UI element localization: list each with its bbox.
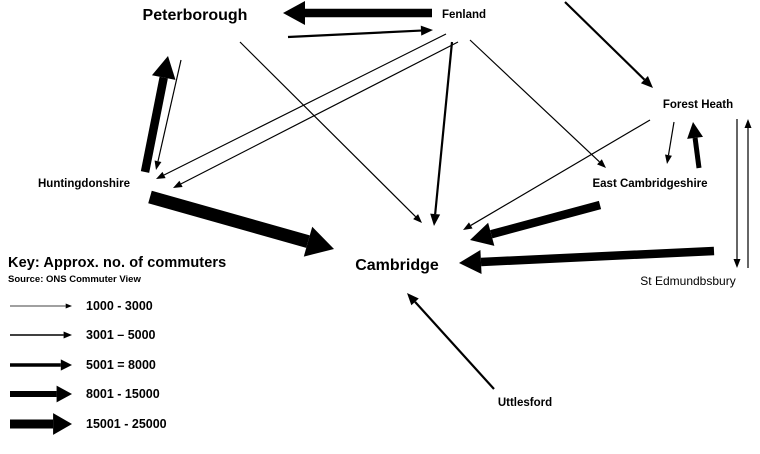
legend-arrow-icon [10, 331, 72, 339]
legend-row: 5001 = 8000 [8, 350, 308, 380]
legend-label: 8001 - 15000 [86, 387, 160, 402]
legend-label: 1000 - 3000 [86, 298, 153, 313]
arrow-offscreen-north-to-forest-heath [564, 1, 653, 88]
arrow-east-cambridgeshire-to-cambridge [470, 200, 602, 246]
key-source: Source: ONS Commuter View [8, 274, 141, 285]
arrow-huntingdonshire-to-cambridge [148, 190, 334, 257]
legend-label: 15001 - 25000 [86, 416, 167, 431]
legend-arrow-tier-4 [10, 385, 72, 403]
node-label-huntingdonshire: Huntingdonshire [38, 178, 130, 190]
legend-arrow-tier-2 [10, 331, 72, 339]
node-label-uttlesford: Uttlesford [497, 397, 553, 409]
arrow-peterborough-to-huntingdonshire [154, 59, 182, 170]
arrow-peterborough-to-fenland [287, 25, 433, 39]
node-label-east-cambridgeshire: East Cambridgeshire [592, 178, 708, 190]
arrow-st-edmundbsbury-to-forest-heath [744, 119, 752, 268]
legend-arrow-icon [10, 303, 72, 309]
legend-row: 1000 - 3000 [8, 291, 308, 321]
legend-rows: 1000 - 3000 3001 – 5000 5001 = 8000 8001 - … [8, 291, 308, 439]
arrow-huntingdonshire-to-peterborough [140, 56, 176, 173]
legend-row: 15001 - 25000 [8, 409, 308, 439]
arrow-st-edmundbsbury-to-cambridge [459, 246, 715, 274]
legend-arrow-icon [10, 412, 72, 435]
legend-arrow-tier-1 [10, 303, 72, 309]
arrow-east-cambridgeshire-to-forest-heath [687, 122, 704, 169]
arrow-forest-heath-to-east-cambridgeshire [665, 121, 675, 164]
node-label-fenland: Fenland [441, 9, 487, 21]
arrow-fenland-to-cambridge [430, 41, 454, 226]
node-label-st-edmundbsbury: St Edmundbsbury [640, 274, 736, 288]
arrow-forest-heath-to-cambridge [463, 119, 651, 230]
arrow-peterborough-to-cambridge [239, 41, 422, 223]
legend-arrow-icon [10, 359, 72, 371]
legend-label: 3001 – 5000 [86, 328, 156, 343]
arrow-uttlesford-to-cambridge [407, 293, 495, 390]
legend-key: Key: Approx. no. of commuters Source: ON… [8, 255, 308, 439]
node-label-cambridge: Cambridge [355, 257, 439, 274]
node-label-forest-heath: Forest Heath [662, 99, 734, 111]
key-title: Key: Approx. no. of commuters [8, 255, 227, 271]
arrow-forest-heath-to-st-edmundbsbury [733, 119, 741, 268]
legend-label: 5001 = 8000 [86, 357, 156, 372]
arrow-fenland-to-peterborough [283, 1, 432, 25]
legend-row: 8001 - 15000 [8, 380, 308, 410]
legend-arrow-icon [10, 385, 72, 403]
arrow-fenland-to-huntingdonshire [173, 41, 459, 188]
node-label-peterborough: Peterborough [142, 7, 248, 24]
legend-arrow-tier-3 [10, 359, 72, 371]
legend-arrow-tier-5 [10, 412, 72, 435]
arrow-fenland-to-huntingdonshire [156, 33, 447, 179]
arrow-fenland-to-east-cambridgeshire [469, 39, 606, 168]
legend-row: 3001 – 5000 [8, 321, 308, 351]
